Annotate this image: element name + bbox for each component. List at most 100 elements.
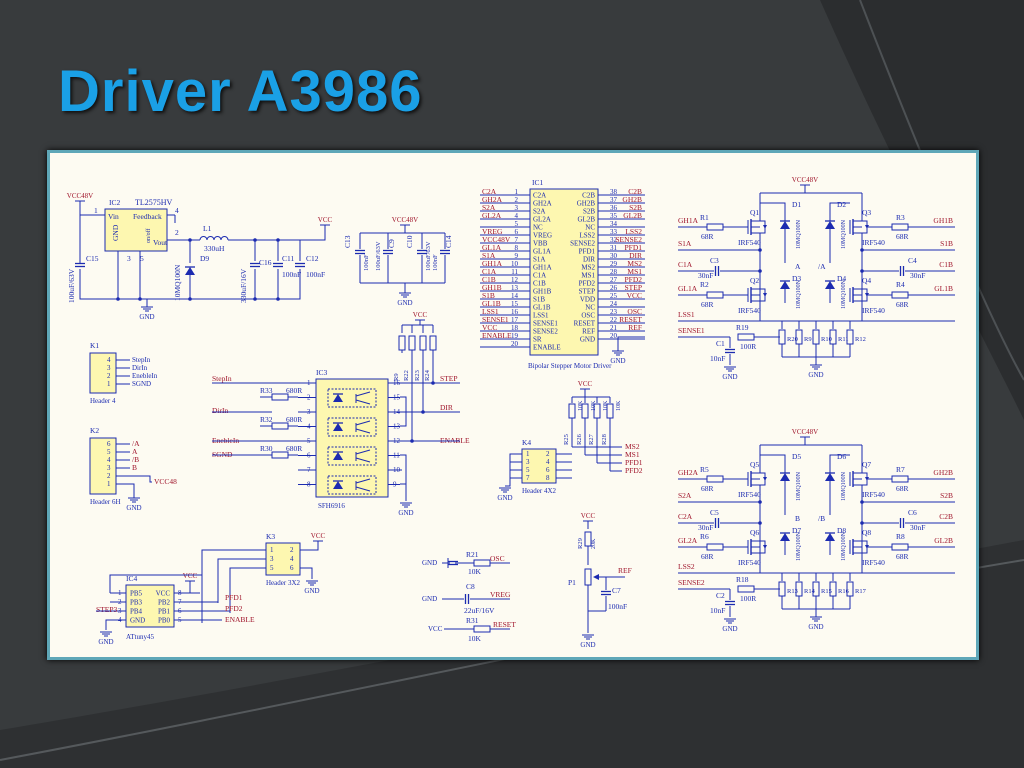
wire (355, 399, 371, 405)
label: 30nF (698, 271, 713, 280)
label: C6 (908, 508, 917, 517)
label: VCC (156, 590, 171, 598)
ic-body (89, 352, 117, 394)
net-label: STEP (624, 283, 642, 292)
label: R24 (424, 369, 431, 381)
label: 10MQ100N (841, 219, 847, 249)
label: D7 (792, 526, 801, 535)
label: DIR (583, 256, 595, 264)
label: PB4 (130, 608, 143, 616)
opto-channel (327, 388, 377, 408)
label: 2 (290, 546, 294, 554)
diode (333, 394, 343, 402)
label: PFD2 (579, 280, 596, 288)
label: SFH6916 (318, 502, 345, 510)
net-label: LSS2 (625, 227, 642, 236)
wire (130, 483, 135, 498)
label: D9 (200, 254, 209, 263)
label: 30nF (910, 523, 925, 532)
label: GL2B (578, 216, 596, 224)
label: 2 (546, 450, 550, 458)
resistor (706, 543, 724, 551)
label: SENSE2 (570, 240, 595, 248)
net-label: SENSE2 (615, 235, 642, 244)
ic-body (104, 208, 168, 252)
wire (853, 535, 863, 542)
label: 9 (515, 252, 519, 260)
junction-dot (431, 381, 435, 385)
optocoupler-ic3: IC312345678161514131211109StepInDirInR33… (212, 311, 470, 517)
label: R1 (700, 213, 709, 222)
label: SENSE2 (533, 328, 558, 336)
header-k4: VCCR2510KMS2R2610KMS1R2710KPFD1R2810KPFD… (497, 380, 642, 502)
label: R15 (821, 588, 832, 595)
wire (130, 475, 152, 483)
wire (355, 449, 371, 455)
junction-dot (758, 500, 762, 504)
label: R12 (855, 336, 866, 343)
label: IC1 (532, 178, 544, 187)
label: NC (585, 304, 595, 312)
label: 100R (740, 594, 756, 603)
label: 1 (526, 450, 530, 458)
label: D3 (792, 274, 801, 283)
label: R21 (466, 550, 479, 559)
label: GND (126, 504, 141, 512)
label: S2A (533, 208, 545, 216)
junction-dot (860, 500, 864, 504)
label: 100nF (432, 254, 439, 271)
label: OSC (581, 312, 595, 320)
diode (825, 533, 835, 541)
label: IC2 (109, 198, 121, 207)
ic-body (89, 437, 117, 495)
wire (853, 552, 863, 559)
label: IC4 (126, 574, 138, 583)
label: D5 (792, 452, 801, 461)
label: 21 (610, 324, 618, 332)
net-label: C2B (628, 187, 642, 196)
net-label: VCC (627, 291, 642, 300)
wire (853, 215, 863, 222)
label: 680R (286, 415, 302, 424)
label: GND (111, 224, 120, 241)
label: R8 (896, 532, 905, 541)
label: 30nF (698, 523, 713, 532)
wire (760, 220, 766, 234)
label: 6 (515, 228, 519, 236)
label: 29 (610, 260, 618, 268)
label: L1 (203, 224, 212, 233)
label: A (795, 262, 801, 271)
junction-dot (758, 269, 762, 273)
label: Q3 (862, 208, 871, 217)
net-label: GL1B (934, 284, 953, 293)
net-label: OSC (490, 554, 505, 563)
resistor (398, 335, 406, 351)
label: Feedback (133, 212, 162, 221)
label: 25 (610, 292, 618, 300)
label: 2 (107, 372, 111, 380)
opto-channel (327, 475, 377, 495)
inductor (199, 236, 208, 241)
label: VCC (578, 380, 593, 388)
net-label: C1A (678, 260, 693, 269)
resistor (473, 559, 491, 567)
label: C2B (582, 192, 595, 200)
label: 68R (701, 300, 714, 309)
label: 22 (610, 316, 618, 324)
label: 14 (511, 292, 519, 300)
net-label: RESET (619, 315, 642, 324)
label: 7 (526, 474, 530, 482)
wire (829, 454, 850, 473)
label: R5 (700, 465, 709, 474)
junction-dot (188, 297, 192, 301)
diode (333, 452, 343, 460)
net-label: REF (628, 323, 642, 332)
label: C9 (387, 239, 396, 248)
label: 20 (610, 332, 618, 340)
label: 10nF (710, 354, 725, 363)
label: C5 (710, 508, 719, 517)
label: on/off (145, 228, 152, 243)
